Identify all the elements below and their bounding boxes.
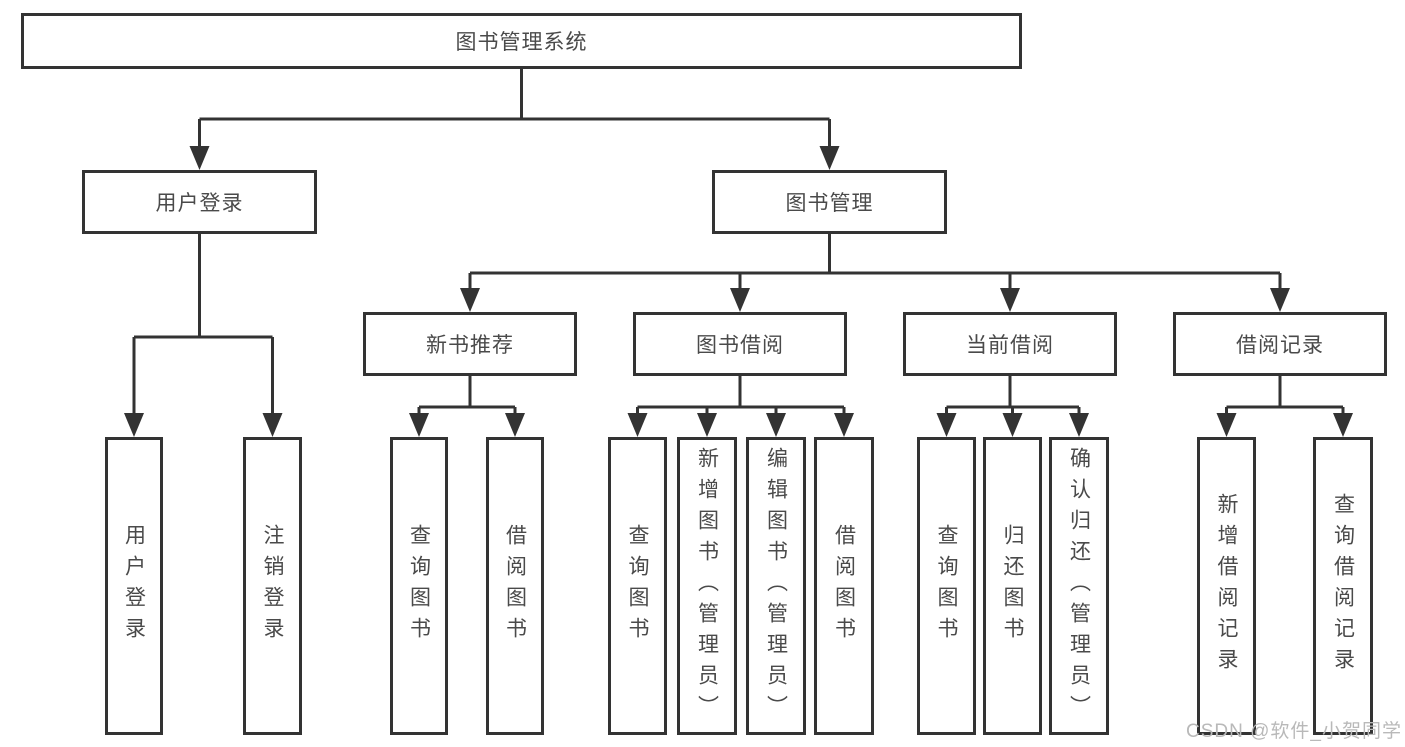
leaf-confirm-return-admin: 确认归还（管理员） <box>1049 437 1109 735</box>
node-book-management: 图书管理 <box>712 170 947 234</box>
leaf-borrow-query-books: 查询图书 <box>608 437 667 735</box>
arrowhead <box>262 413 283 437</box>
arrowhead <box>1069 413 1089 437</box>
leaf-current-query-books-label: 查询图书 <box>935 524 958 648</box>
arrowhead <box>819 146 840 170</box>
node-book-borrow: 图书借阅 <box>633 312 847 376</box>
arrowhead <box>1002 413 1023 437</box>
leaf-add-books-admin: 新增图书（管理员） <box>677 437 737 735</box>
arrowhead <box>834 413 854 437</box>
node-root-library-system: 图书管理系统 <box>21 13 1022 69</box>
connector-bookborrow-to-leaves <box>636 376 846 423</box>
connector-borrowrecord-to-leaves <box>1225 376 1345 423</box>
arrowhead <box>766 413 786 437</box>
leaf-logout-label: 注销登录 <box>261 524 284 648</box>
leaf-query-borrow-record-label: 查询借阅记录 <box>1331 493 1355 679</box>
arrowhead <box>936 413 957 437</box>
leaf-borrow-books: 借阅图书 <box>814 437 874 735</box>
arrowhead <box>1216 413 1237 437</box>
leaf-newbook-borrow-books: 借阅图书 <box>486 437 544 735</box>
leaf-current-query-books: 查询图书 <box>917 437 976 735</box>
leaf-add-books-admin-label: 新增图书（管理员） <box>695 446 719 726</box>
leaf-borrow-books-label: 借阅图书 <box>832 524 856 648</box>
arrowhead <box>730 288 750 312</box>
arrowhead <box>124 413 144 437</box>
leaf-return-books-label: 归还图书 <box>1001 524 1024 648</box>
leaf-confirm-return-admin-label: 确认归还（管理员） <box>1067 446 1091 726</box>
leaf-query-borrow-record: 查询借阅记录 <box>1313 437 1373 735</box>
node-new-book-recommend: 新书推荐 <box>363 312 577 376</box>
arrowhead <box>1270 288 1290 312</box>
arrowhead <box>627 413 648 437</box>
arrowhead <box>189 146 210 170</box>
arrowhead <box>1333 413 1353 437</box>
leaf-edit-books-admin-label: 编辑图书（管理员） <box>764 446 788 726</box>
node-current-borrow-label: 当前借阅 <box>966 334 1054 357</box>
arrowhead <box>505 413 525 437</box>
connector-newbook-to-leaves <box>417 376 517 423</box>
leaf-edit-books-admin: 编辑图书（管理员） <box>746 437 806 735</box>
connector-userlogin-to-leaves <box>132 234 274 423</box>
connector-root-to-level2 <box>198 69 831 156</box>
arrowhead <box>697 413 717 437</box>
node-borrow-record-label: 借阅记录 <box>1236 334 1324 357</box>
node-new-book-recommend-label: 新书推荐 <box>426 334 514 357</box>
node-root-label: 图书管理系统 <box>455 31 588 54</box>
leaf-user-login: 用户登录 <box>105 437 163 735</box>
leaf-logout: 注销登录 <box>243 437 302 735</box>
arrowhead <box>460 288 480 312</box>
csdn-watermark: CSDN @软件_小贺同学 <box>1186 721 1402 742</box>
leaf-newbook-query-books: 查询图书 <box>390 437 448 735</box>
leaf-newbook-borrow-books-label: 借阅图书 <box>503 524 527 648</box>
leaf-user-login-label: 用户登录 <box>122 524 146 648</box>
node-user-login: 用户登录 <box>82 170 317 234</box>
leaf-newbook-query-books-label: 查询图书 <box>407 524 431 648</box>
connector-bookmgmt-to-level3 <box>468 234 1282 298</box>
node-current-borrow: 当前借阅 <box>903 312 1117 376</box>
arrowhead <box>409 413 429 437</box>
leaf-borrow-query-books-label: 查询图书 <box>626 524 649 648</box>
node-book-management-label: 图书管理 <box>785 192 874 215</box>
leaf-add-borrow-record: 新增借阅记录 <box>1197 437 1256 735</box>
arrowhead <box>1000 288 1020 312</box>
node-borrow-record: 借阅记录 <box>1173 312 1387 376</box>
node-user-login-label: 用户登录 <box>155 192 244 215</box>
leaf-return-books: 归还图书 <box>983 437 1042 735</box>
leaf-add-borrow-record-label: 新增借阅记录 <box>1215 493 1238 679</box>
node-book-borrow-label: 图书借阅 <box>696 334 784 357</box>
